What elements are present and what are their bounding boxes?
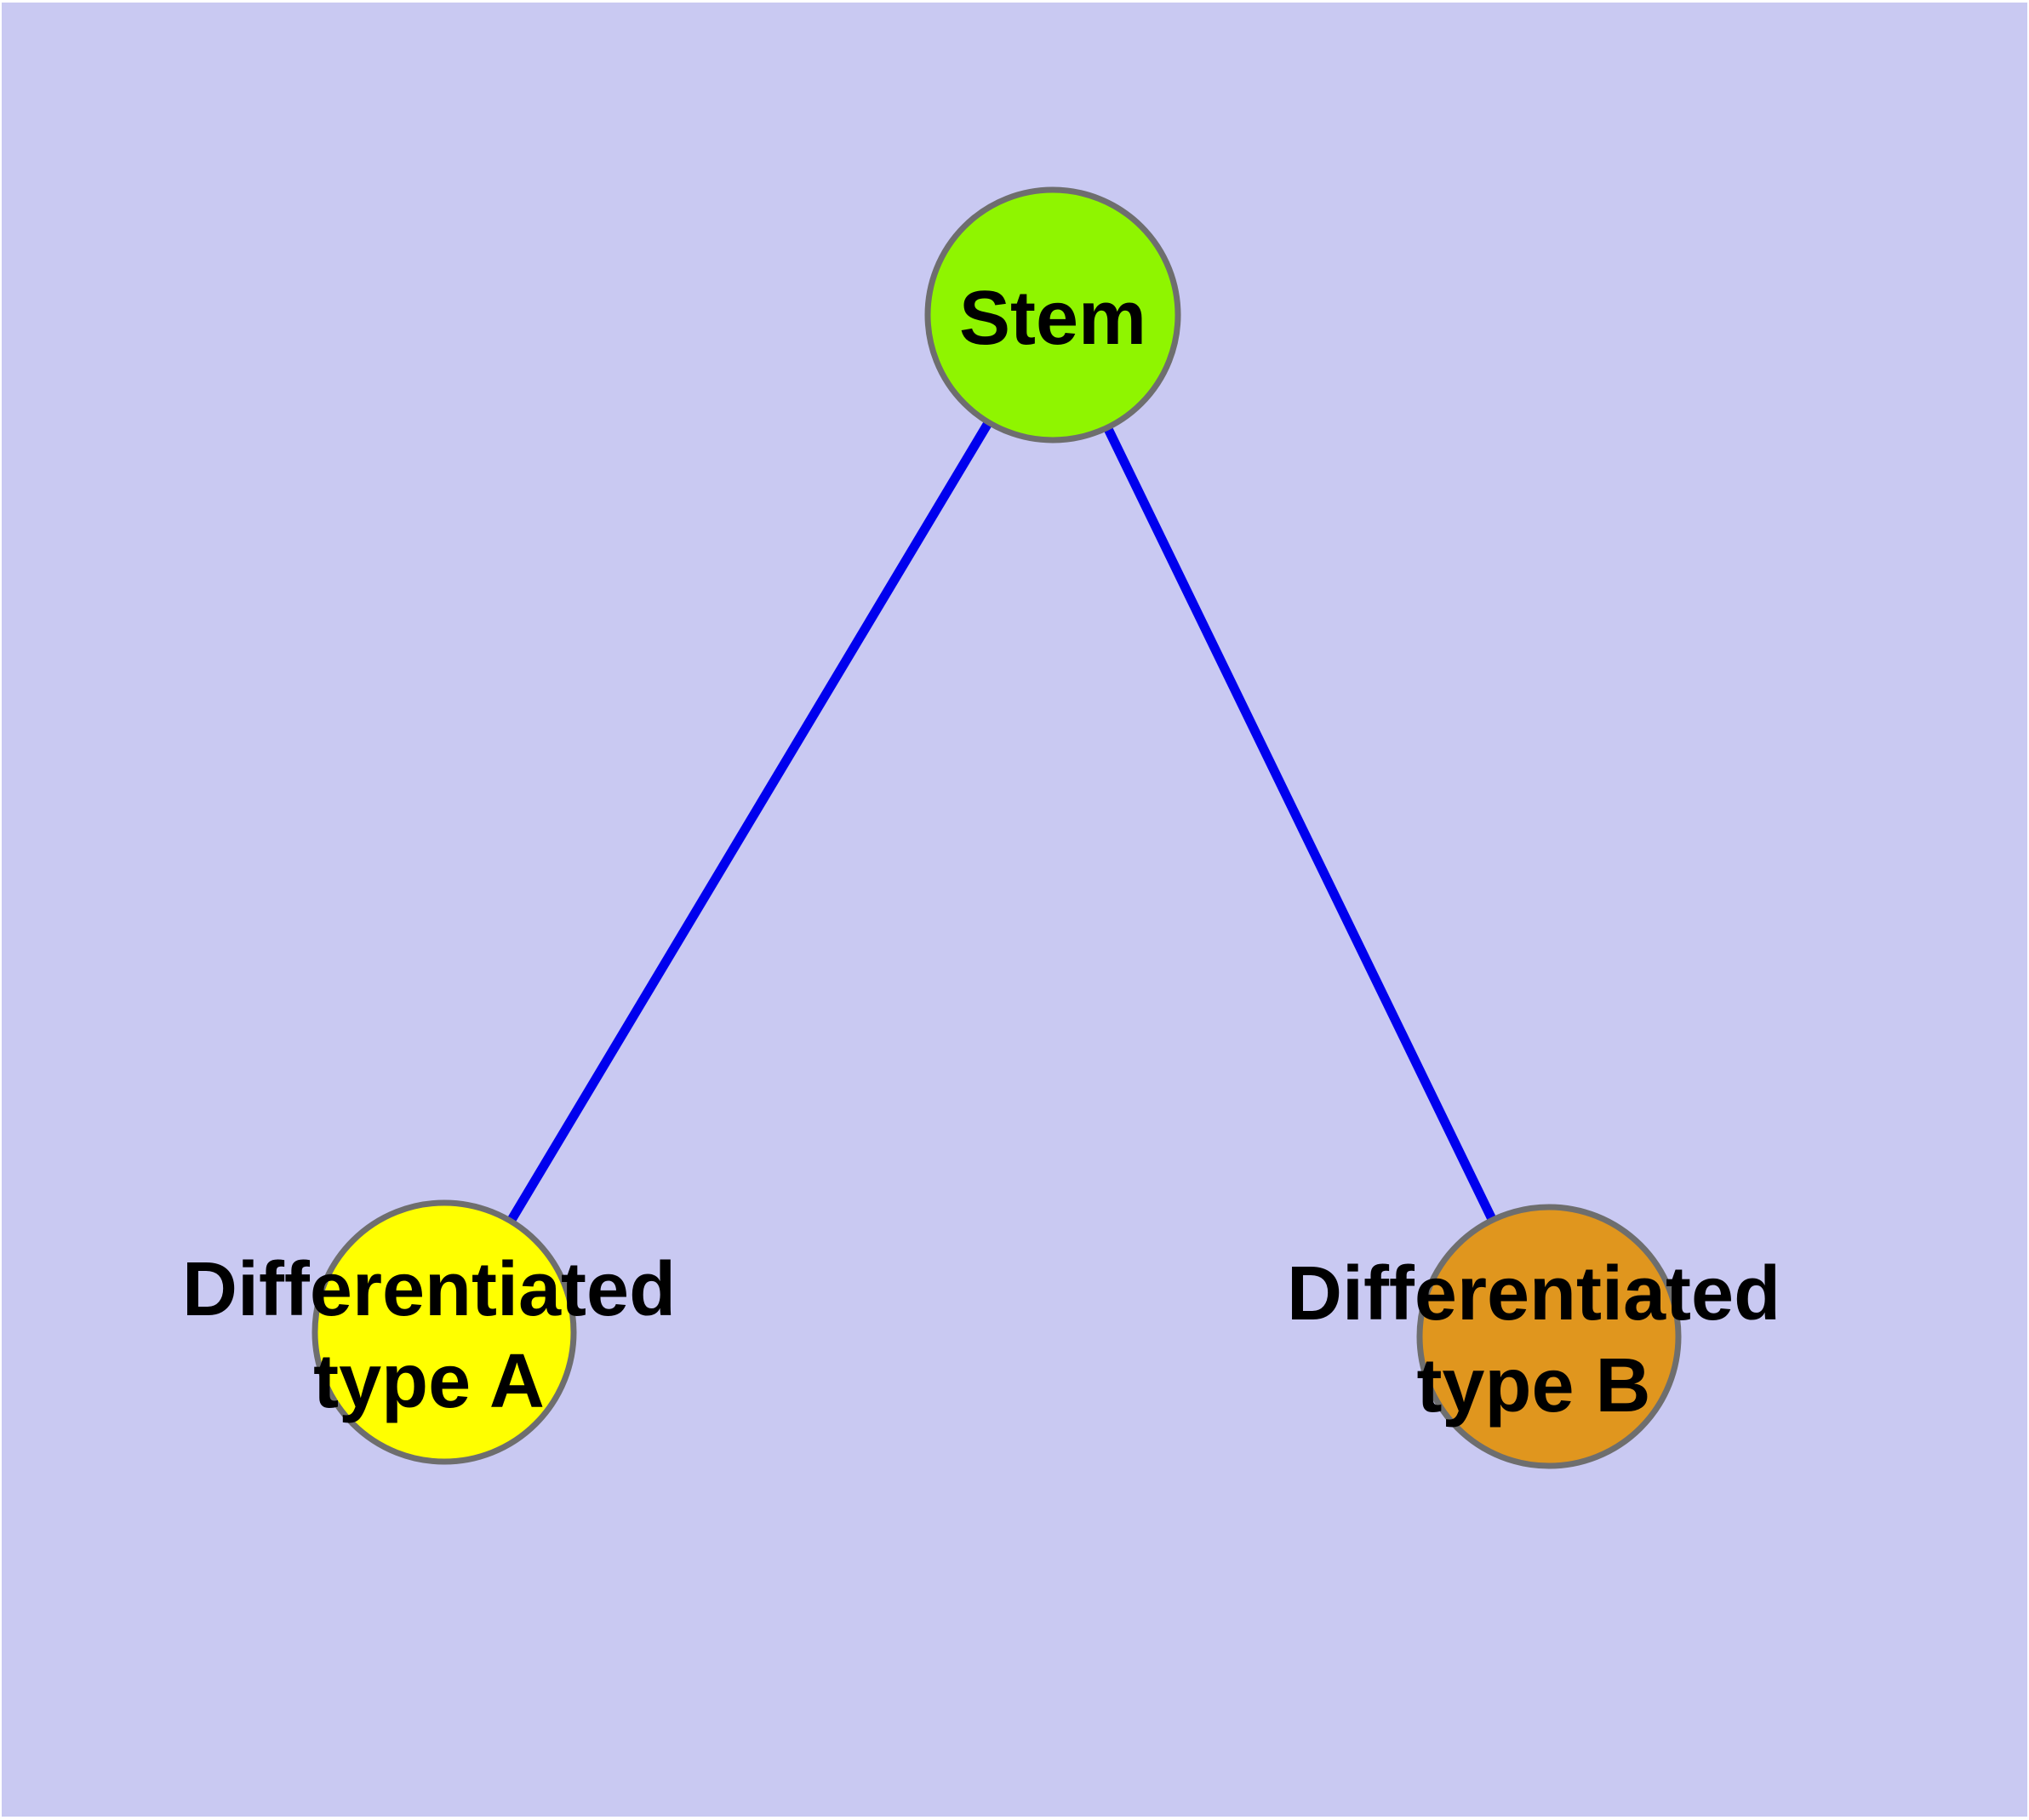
node-stem [924, 186, 1181, 444]
node-label-stem-line-1: Stem [958, 276, 1147, 361]
edge-stem-type-b [1049, 312, 1553, 1339]
node-label-type-b-line-1: Differentiated [1286, 1251, 1781, 1336]
edges-layer [440, 312, 1553, 1339]
nodes-layer [311, 186, 1682, 1469]
node-label-type-b-line-2: type B [1416, 1343, 1651, 1428]
node-label-type-a-line-1: Differentiated [181, 1247, 677, 1332]
node-type-b [1416, 1204, 1682, 1469]
edge-stem-type-a [440, 312, 1057, 1335]
node-type-a [311, 1199, 577, 1465]
node-label-type-a-line-2: type A [313, 1339, 545, 1424]
node-label-stem: Stem [959, 272, 1146, 364]
